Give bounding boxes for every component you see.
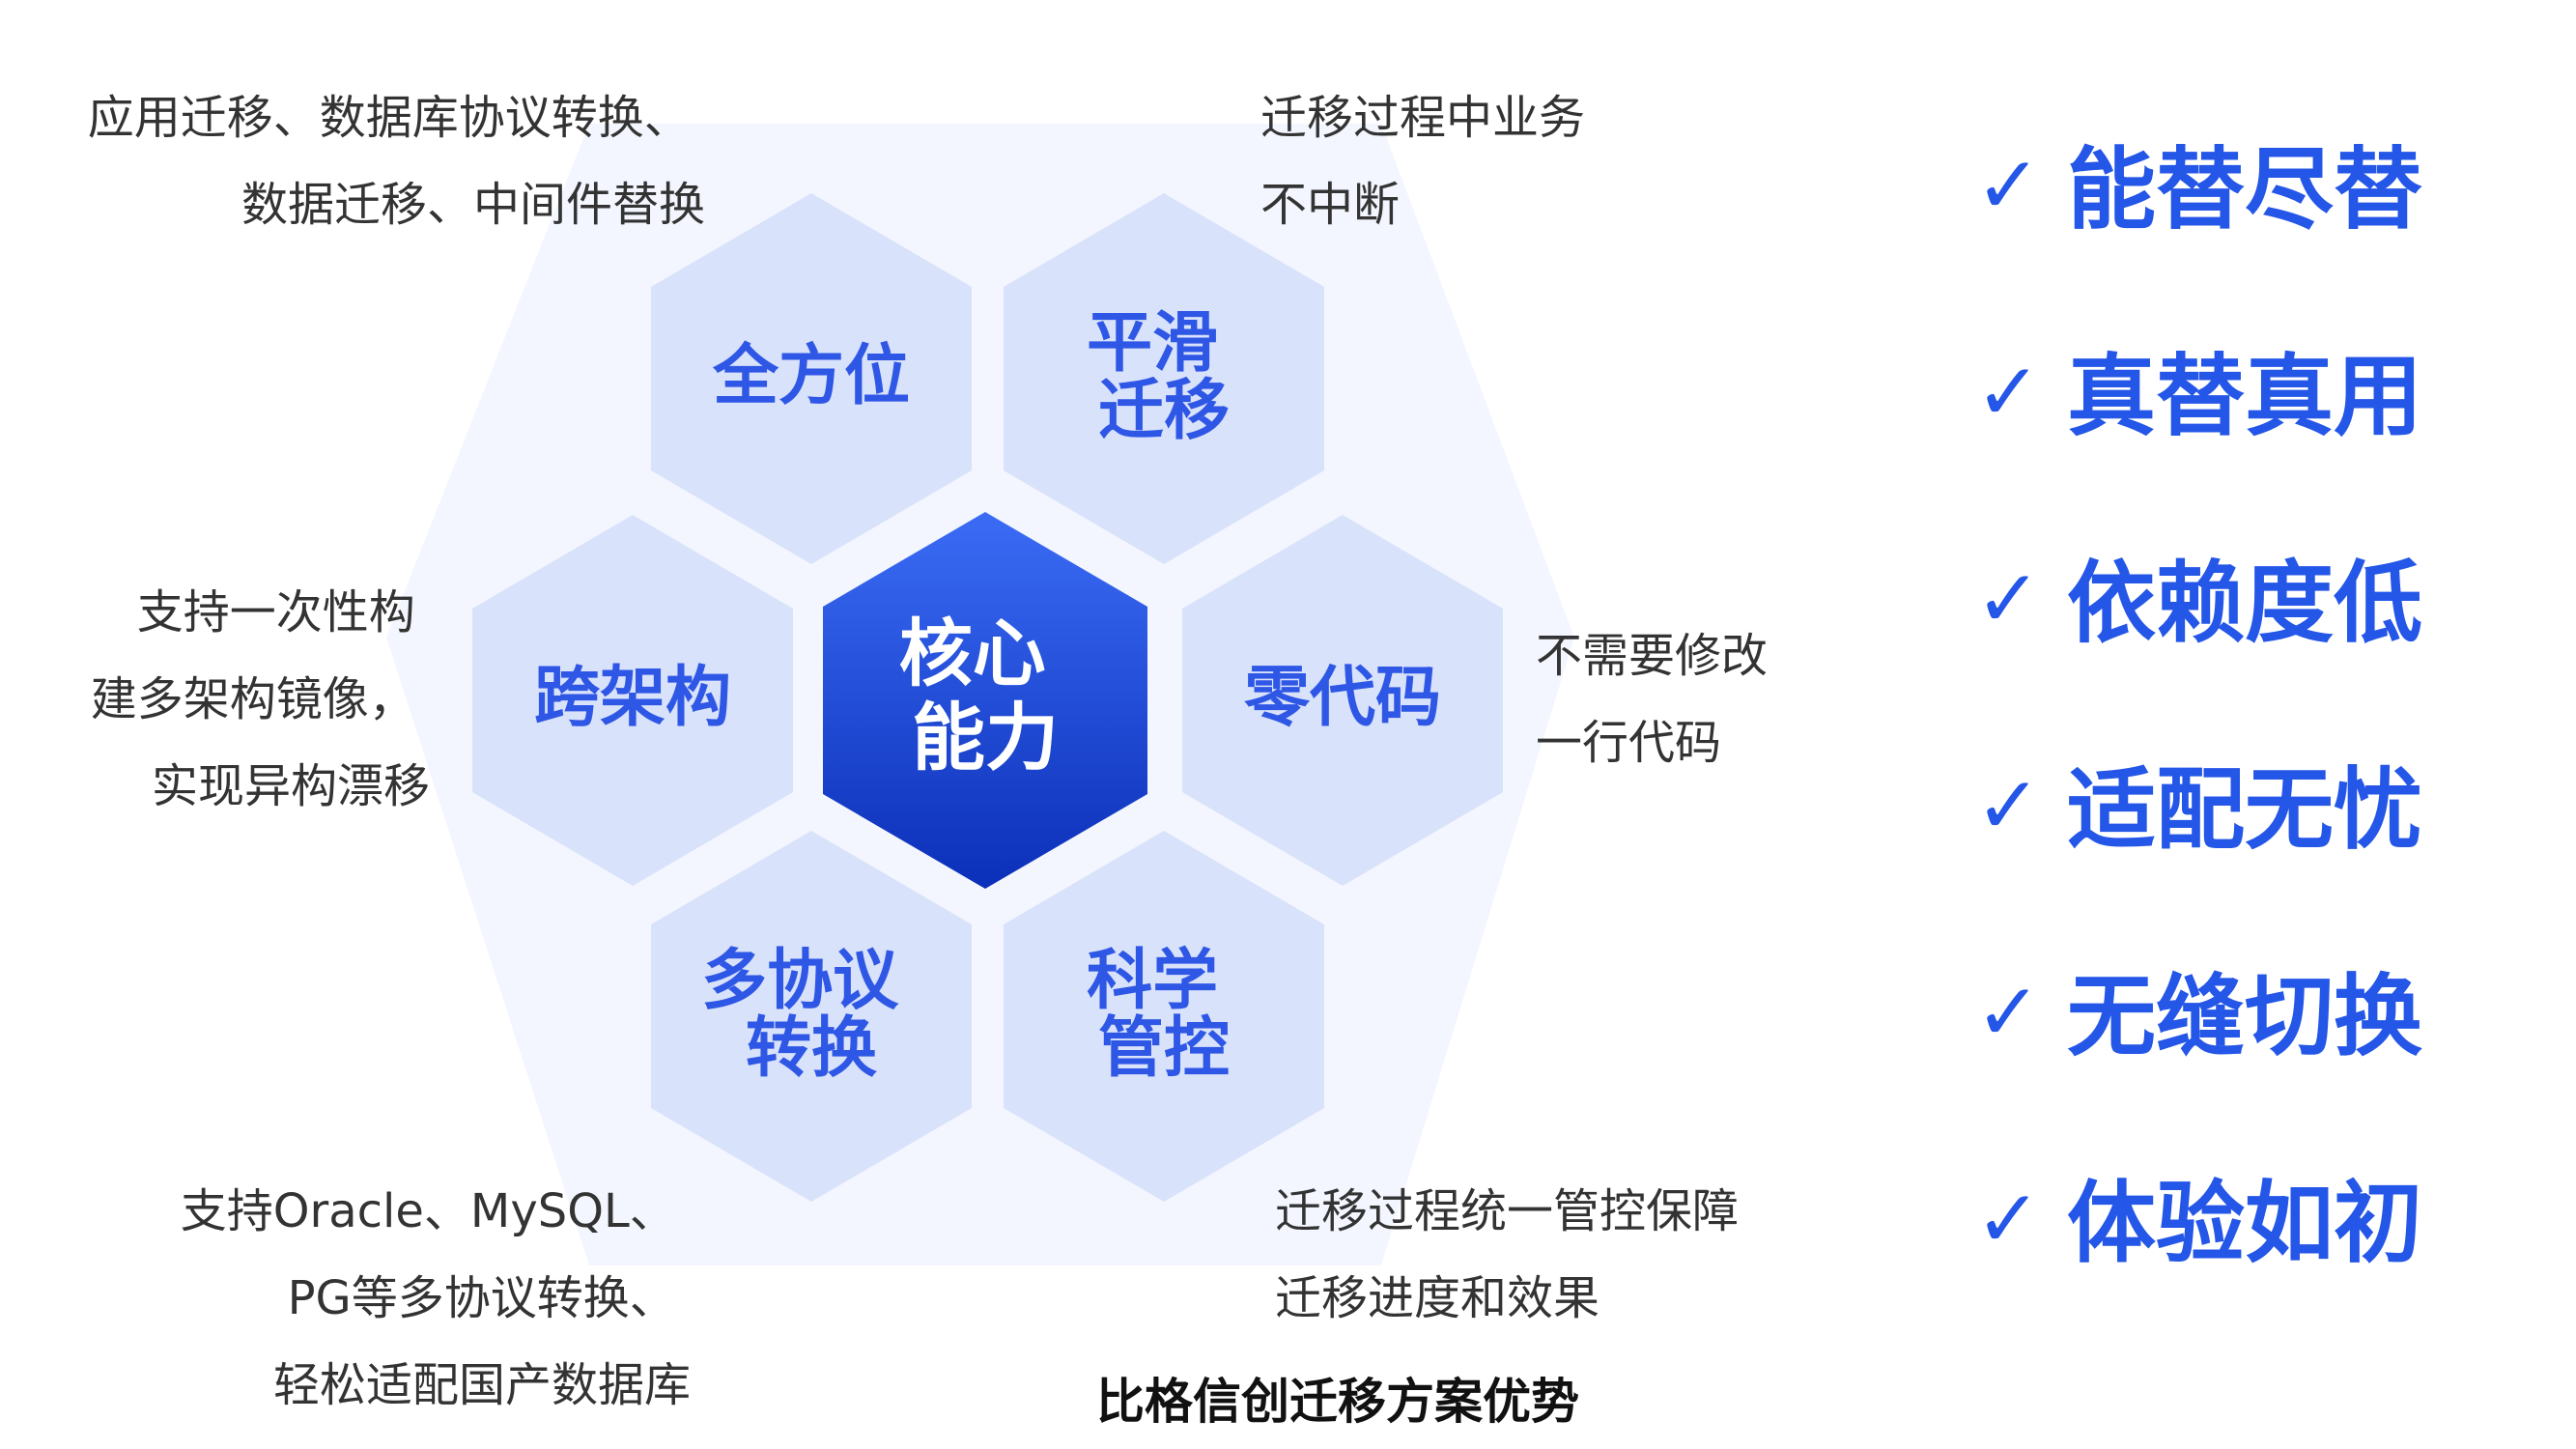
hex-label-line: 全方位: [712, 338, 910, 414]
hex-label-line: 平滑: [1087, 305, 1218, 382]
hex-smooth: 平滑 迁移: [1004, 193, 1324, 564]
advantages-list: ✓ 能替尽替 ✓ 真替真用 ✓ 依赖度低 ✓ 适配无忧 ✓ 无缝切换 ✓ 体验如…: [1975, 138, 2422, 1275]
hex-shape: [472, 515, 793, 886]
center-label-line: 能力: [912, 695, 1059, 781]
check-icon: ✓: [1975, 554, 2042, 645]
note-line: 不需要修改: [1536, 629, 1768, 683]
hex-shape: [1182, 515, 1503, 886]
hex-label-zero: 零代码: [1244, 660, 1441, 736]
hex-center: 核心 能力: [823, 512, 1147, 889]
note-smooth: 迁移过程中业务 不中断: [1260, 91, 1599, 232]
hex-label-line: 转换: [746, 1010, 877, 1087]
hex-cross: 跨架构: [472, 515, 793, 886]
advantage-item: 无缝切换: [2067, 965, 2422, 1068]
hex-label-line: 科学: [1087, 943, 1218, 1019]
hex-shape: [1004, 831, 1324, 1202]
note-zero: 不需要修改 一行代码: [1536, 629, 1782, 770]
advantage-item: 能替尽替: [2067, 138, 2422, 242]
note-line: 轻松适配国产数据库: [273, 1358, 691, 1412]
note-line: 迁移过程统一管控保障: [1275, 1184, 1739, 1238]
check-icon: ✓: [1975, 760, 2042, 852]
hex-full: 全方位: [651, 193, 972, 564]
check-icon: ✓: [1975, 347, 2042, 439]
hex-label-line: 迁移: [1098, 373, 1230, 449]
advantage-item: 适配无忧: [2067, 758, 2422, 862]
note-line: 迁移过程中业务: [1260, 91, 1585, 145]
hex-label-line: 管控: [1098, 1010, 1230, 1087]
note-line: PG等多协议转换、: [288, 1271, 676, 1325]
hex-label-science: 科学 管控: [1087, 943, 1241, 1087]
hex-label-multi: 多协议 转换: [701, 943, 921, 1087]
note-line: 不中断: [1260, 178, 1400, 232]
note-line: 建多架构镜像，: [91, 672, 415, 726]
advantage-item: 真替真用: [2067, 345, 2422, 448]
hex-shape: [1004, 193, 1324, 564]
center-label-line: 核心: [899, 611, 1046, 696]
note-line: 实现异构漂移: [152, 759, 430, 813]
note-line: 应用迁移、数据库协议转换、: [88, 91, 691, 145]
hex-label-line: 零代码: [1244, 660, 1441, 736]
note-science: 迁移过程统一管控保障 迁移进度和效果: [1275, 1184, 1753, 1325]
hex-label-cross: 跨架构: [534, 660, 731, 736]
note-line: 支持一次性构: [137, 585, 415, 639]
note-line: 迁移进度和效果: [1275, 1271, 1599, 1325]
check-icon: ✓: [1975, 967, 2042, 1059]
hex-shape: [651, 193, 972, 564]
center-label: 核心 能力: [899, 611, 1071, 781]
hex-shape: [651, 831, 972, 1202]
hex-label-line: 多协议: [701, 943, 899, 1019]
note-line: 数据迁移、中间件替换: [241, 178, 705, 232]
hex-zero: 零代码: [1182, 515, 1503, 886]
check-icon: ✓: [1975, 140, 2042, 232]
hex-label-full: 全方位: [712, 338, 910, 414]
note-full: 应用迁移、数据库协议转换、 数据迁移、中间件替换: [88, 91, 705, 232]
note-line: 一行代码: [1536, 716, 1721, 770]
note-cross: 支持一次性构 建多架构镜像， 实现异构漂移: [91, 585, 430, 813]
note-line: 支持Oracle、MySQL、: [181, 1184, 676, 1238]
advantage-item: 体验如初: [2067, 1172, 2422, 1275]
center-hex-shape: [823, 512, 1147, 889]
hex-science: 科学 管控: [1004, 831, 1324, 1202]
hex-label-smooth: 平滑 迁移: [1087, 305, 1241, 449]
hex-label-line: 跨架构: [534, 660, 731, 736]
hex-multi: 多协议 转换: [651, 831, 972, 1202]
diagram-caption: 比格信创迁移方案优势: [1096, 1374, 1579, 1430]
check-icon: ✓: [1975, 1174, 2042, 1265]
note-multi: 支持Oracle、MySQL、 PG等多协议转换、 轻松适配国产数据库: [181, 1184, 691, 1412]
advantage-item: 依赖度低: [2067, 552, 2422, 655]
